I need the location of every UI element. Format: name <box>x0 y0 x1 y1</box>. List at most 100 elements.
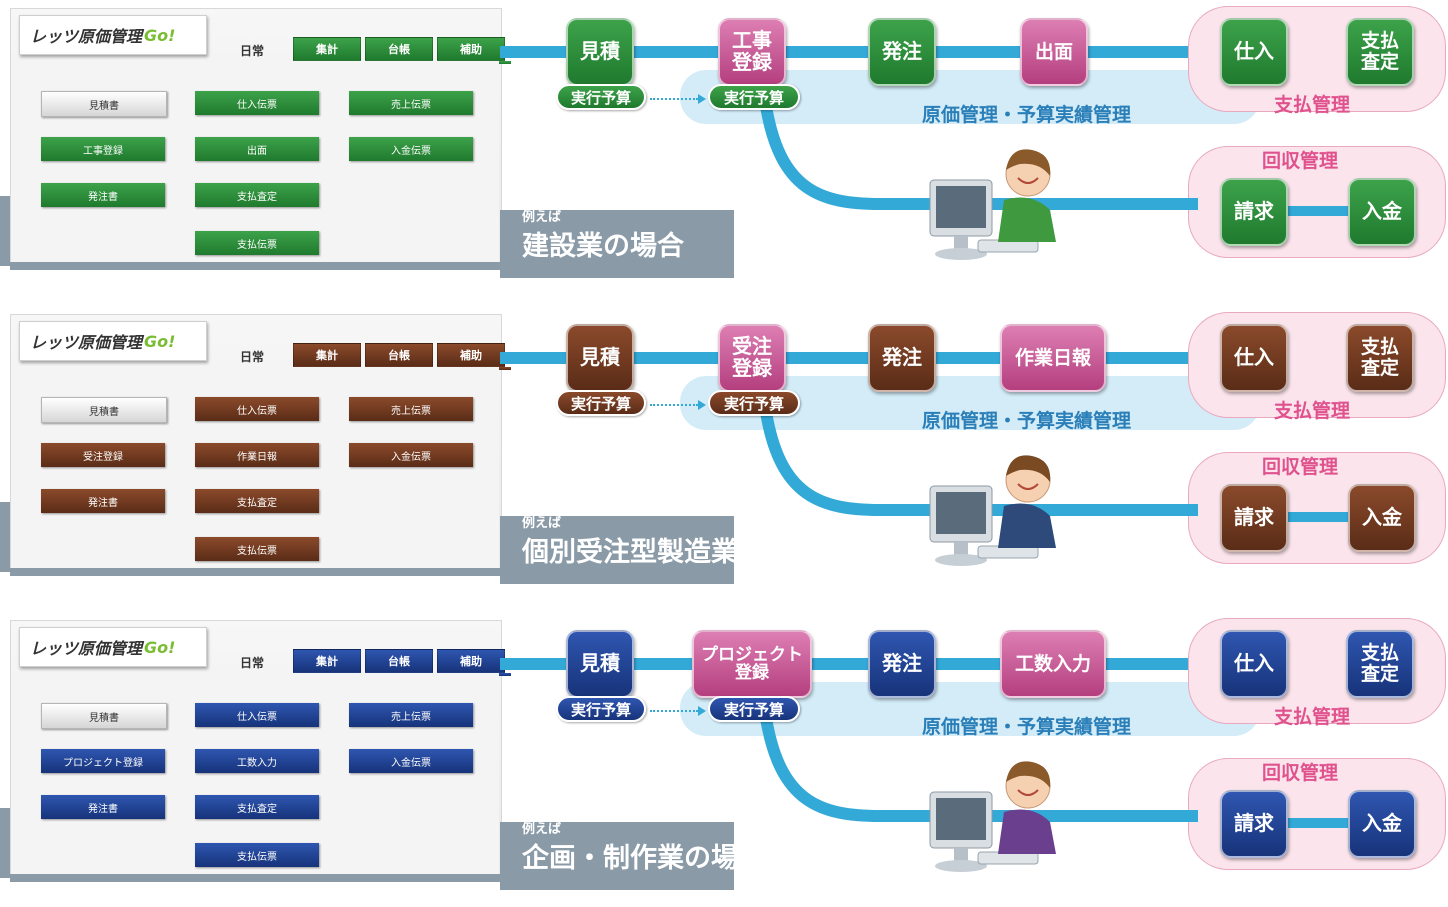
menu-area: 見積書 仕入伝票 売上伝票 工事登録 出面 入金伝票 発注書 支払査定 支払伝票 <box>11 61 499 267</box>
menu-nyukin-denpyo-button[interactable]: 入金伝票 <box>349 443 473 467</box>
menu-register-button[interactable]: 工事登録 <box>41 137 165 161</box>
tab-daicho[interactable]: 台帳 <box>365 649 433 673</box>
example-bottom-strip <box>10 874 734 882</box>
menu-shiire-denpyo-button[interactable]: 仕入伝票 <box>195 397 319 421</box>
tab-shukei[interactable]: 集計 <box>293 343 361 367</box>
menu-shiharai-denpyo-button[interactable]: 支払伝票 <box>195 537 319 561</box>
person-at-computer-icon <box>929 149 1056 260</box>
person-at-computer-icon <box>929 761 1056 872</box>
tab-nichijo[interactable]: 日常 <box>239 655 264 670</box>
menu-mitsumori-button[interactable]: 見積書 <box>41 703 167 729</box>
menu-shiharai-satei-button[interactable]: 支払査定 <box>195 795 319 819</box>
menu-area: 見積書 仕入伝票 売上伝票 プロジェクト登録 工数入力 入金伝票 発注書 支払査… <box>11 673 499 879</box>
tab-daicho[interactable]: 台帳 <box>365 37 433 61</box>
menu-register-button[interactable]: プロジェクト登録 <box>41 749 165 773</box>
menu-uriage-denpyo-button[interactable]: 売上伝票 <box>349 703 473 727</box>
caption-shiharai: 支払管理 <box>1274 94 1351 116</box>
caption-kaishu: 回収管理 <box>1262 762 1339 784</box>
node-hacchu: 発注 <box>868 324 936 392</box>
menu-nyukin-denpyo-button[interactable]: 入金伝票 <box>349 749 473 773</box>
caption-kaishu: 回収管理 <box>1262 150 1339 172</box>
yosan-dotted-arrow <box>650 98 698 100</box>
menu-uriage-denpyo-button[interactable]: 売上伝票 <box>349 91 473 115</box>
node-mitsumori: 見積 <box>566 18 634 86</box>
node-register: 工事登録 <box>718 18 786 86</box>
caption-genka: 原価管理・予算実績管理 <box>922 104 1132 126</box>
example-left-strip <box>0 196 10 266</box>
caption-genka: 原価管理・予算実績管理 <box>922 410 1132 432</box>
sub-flow-curve <box>760 717 1198 822</box>
node-shiharai-satei: 支払査定 <box>1346 18 1414 86</box>
node-shiharai-satei: 支払査定 <box>1346 630 1414 698</box>
node-process: 作業日報 <box>1000 324 1106 392</box>
menu-hacchusho-button[interactable]: 発注書 <box>41 795 165 819</box>
kaishu-flow-line <box>1286 512 1376 522</box>
menu-shiharai-satei-button[interactable]: 支払査定 <box>195 489 319 513</box>
menu-shiharai-denpyo-button[interactable]: 支払伝票 <box>195 231 319 255</box>
menu-area: 見積書 仕入伝票 売上伝票 受注登録 作業日報 入金伝票 発注書 支払査定 支払… <box>11 367 499 573</box>
menu-register-button[interactable]: 受注登録 <box>41 443 165 467</box>
tab-hojo[interactable]: 補助 <box>437 343 505 367</box>
tab-daicho[interactable]: 台帳 <box>365 343 433 367</box>
badge-jikko-yosan-2: 実行予算 <box>708 390 800 416</box>
tab-nichijo[interactable]: 日常 <box>239 43 264 58</box>
menu-mitsumori-button[interactable]: 見積書 <box>41 91 167 117</box>
menu-shiharai-satei-button[interactable]: 支払査定 <box>195 183 319 207</box>
node-nyukin: 入金 <box>1348 178 1416 246</box>
example-small-text: 例えば <box>522 210 562 225</box>
node-shiire: 仕入 <box>1220 18 1288 86</box>
example-title: 建設業の場合 <box>522 231 684 262</box>
node-hacchu: 発注 <box>868 630 936 698</box>
badge-jikko-yosan-1: 実行予算 <box>556 84 646 110</box>
example-small-text: 例えば <box>522 822 562 837</box>
example-title: 個別受注型製造業の場合 <box>522 537 819 568</box>
tab-bar: 日常 集計 台帳 補助 <box>221 649 511 676</box>
tab-hojo[interactable]: 補助 <box>437 37 505 61</box>
node-shiire: 仕入 <box>1220 324 1288 392</box>
tab-nichijo[interactable]: 日常 <box>239 349 264 364</box>
tab-bar: 日常 集計 台帳 補助 <box>221 37 511 64</box>
node-seikyu: 請求 <box>1220 178 1288 246</box>
menu-hacchusho-button[interactable]: 発注書 <box>41 183 165 207</box>
tab-shukei[interactable]: 集計 <box>293 37 361 61</box>
menu-uriage-denpyo-button[interactable]: 売上伝票 <box>349 397 473 421</box>
node-process: 工数入力 <box>1000 630 1106 698</box>
menu-hacchusho-button[interactable]: 発注書 <box>41 489 165 513</box>
node-nyukin: 入金 <box>1348 790 1416 858</box>
menu-shiire-denpyo-button[interactable]: 仕入伝票 <box>195 703 319 727</box>
tab-hojo[interactable]: 補助 <box>437 649 505 673</box>
example-small-text: 例えば <box>522 516 562 531</box>
menu-process-button[interactable]: 作業日報 <box>195 443 319 467</box>
node-nyukin: 入金 <box>1348 484 1416 552</box>
yosan-dotted-arrow <box>650 404 698 406</box>
person-at-computer-icon <box>929 455 1056 566</box>
node-seikyu: 請求 <box>1220 790 1288 858</box>
menu-nyukin-denpyo-button[interactable]: 入金伝票 <box>349 137 473 161</box>
kaishu-flow-line <box>1286 206 1376 216</box>
node-hacchu: 発注 <box>868 18 936 86</box>
tab-bar: 日常 集計 台帳 補助 <box>221 343 511 370</box>
node-seikyu: 請求 <box>1220 484 1288 552</box>
menu-process-button[interactable]: 工数入力 <box>195 749 319 773</box>
badge-jikko-yosan-1: 実行予算 <box>556 390 646 416</box>
menu-process-button[interactable]: 出面 <box>195 137 319 161</box>
example-left-strip <box>0 502 10 572</box>
tab-shukei[interactable]: 集計 <box>293 649 361 673</box>
node-shiharai-satei: 支払査定 <box>1346 324 1414 392</box>
menu-shiharai-denpyo-button[interactable]: 支払伝票 <box>195 843 319 867</box>
arrowhead <box>698 706 706 716</box>
badge-jikko-yosan-2: 実行予算 <box>708 696 800 722</box>
caption-kaishu: 回収管理 <box>1262 456 1339 478</box>
menu-shiire-denpyo-button[interactable]: 仕入伝票 <box>195 91 319 115</box>
node-mitsumori: 見積 <box>566 324 634 392</box>
badge-jikko-yosan-1: 実行予算 <box>556 696 646 722</box>
menu-mitsumori-button[interactable]: 見積書 <box>41 397 167 423</box>
node-register: プロジェクト登録 <box>692 630 812 698</box>
